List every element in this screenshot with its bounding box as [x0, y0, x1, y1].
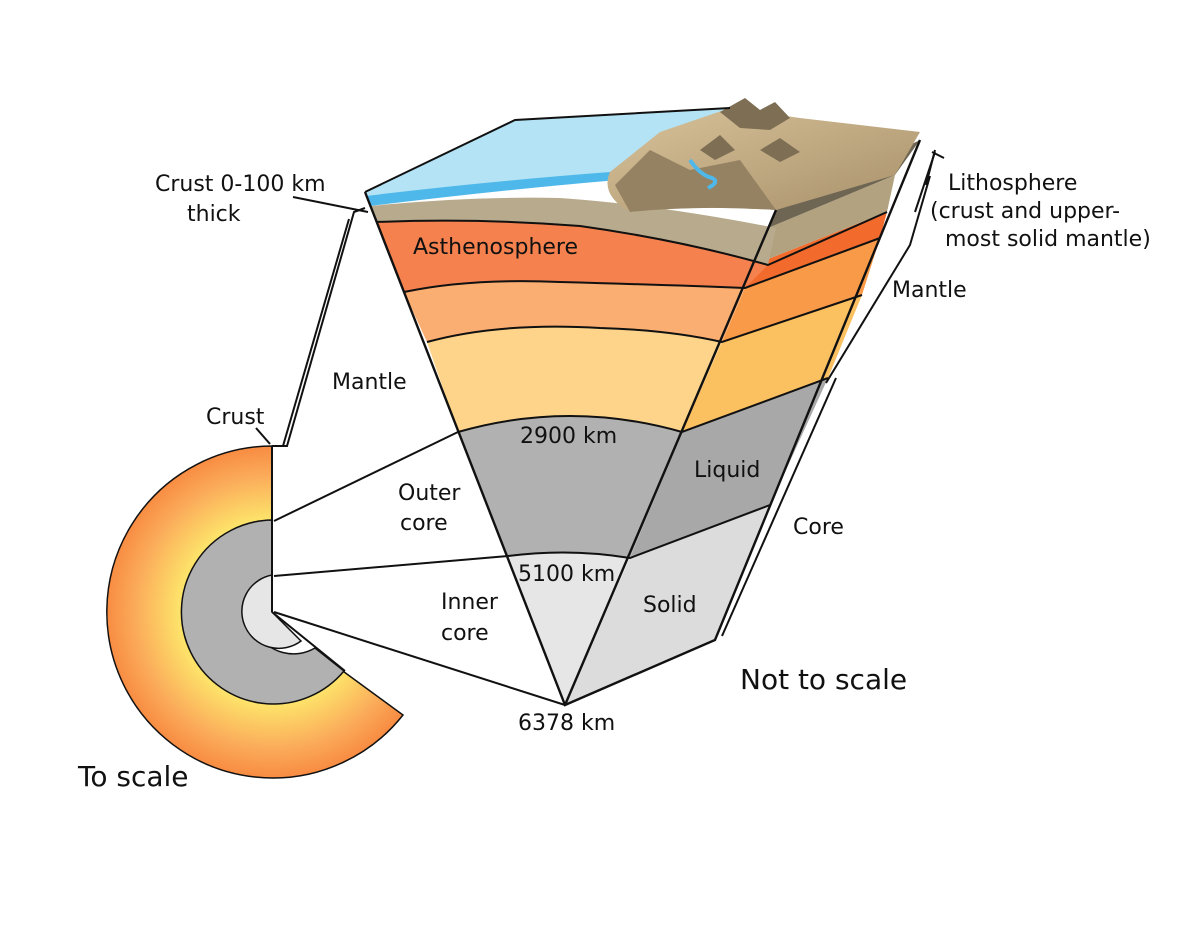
mantle-left-label: Mantle	[332, 370, 407, 395]
wedge-outer-core	[458, 416, 682, 558]
asthenosphere-label: Asthenosphere	[413, 235, 578, 260]
river	[688, 158, 718, 190]
wedge-right-face-inner-core	[565, 505, 770, 705]
outer-core-label-2: core	[400, 511, 448, 536]
to-scale-label: To scale	[77, 760, 189, 793]
solid-label: Solid	[643, 593, 697, 618]
wedge-right-face-outer-core	[630, 378, 828, 558]
wedge-asthenosphere	[376, 220, 768, 292]
to-scale-cross-section	[106, 445, 405, 779]
earth-wedge	[363, 98, 922, 707]
wedge-inner-core	[508, 552, 630, 705]
crust-left-label: Crust	[206, 405, 265, 430]
outer-core-label: Outer	[398, 481, 461, 506]
ocean-edge	[366, 172, 618, 206]
lithosphere-desc-2: most solid mantle)	[945, 227, 1151, 252]
wedge-right-face-lower-mantle	[682, 295, 862, 432]
wedge-lithosphere-layer	[370, 197, 776, 265]
liquid-label: Liquid	[694, 458, 760, 483]
mantle-right-label: Mantle	[892, 278, 967, 303]
wedge-lower-mantle	[427, 326, 722, 432]
lithosphere-label: Lithosphere	[948, 171, 1077, 196]
core-label: Core	[793, 515, 844, 540]
wedge-right-face-lithosphere	[753, 175, 895, 265]
depth-6378-label: 6378 km	[518, 711, 615, 736]
depth-2900-label: 2900 km	[520, 424, 617, 449]
crust-thickness-label: Crust 0-100 km	[155, 172, 326, 197]
wedge-upper-mantle	[404, 281, 745, 342]
wedge-right-face-upper-mantle	[722, 238, 880, 342]
mountain-shadow	[615, 150, 776, 212]
wedge-right-face-asthenosphere	[745, 212, 887, 288]
brackets	[721, 149, 945, 637]
mountain-peaks	[700, 98, 800, 162]
ocean-surface	[365, 108, 730, 200]
not-to-scale-label: Not to scale	[740, 663, 907, 696]
lithosphere-desc-1: (crust and upper-	[930, 199, 1120, 224]
inner-core-label: Inner	[441, 590, 499, 615]
inner-core-label-2: core	[441, 621, 489, 646]
labels: Crust 0-100 km thick Lithosphere (crust …	[77, 171, 1151, 793]
crust-thickness-label-2: thick	[187, 202, 241, 227]
connector-lines	[255, 196, 566, 706]
depth-5100-label: 5100 km	[518, 562, 615, 587]
